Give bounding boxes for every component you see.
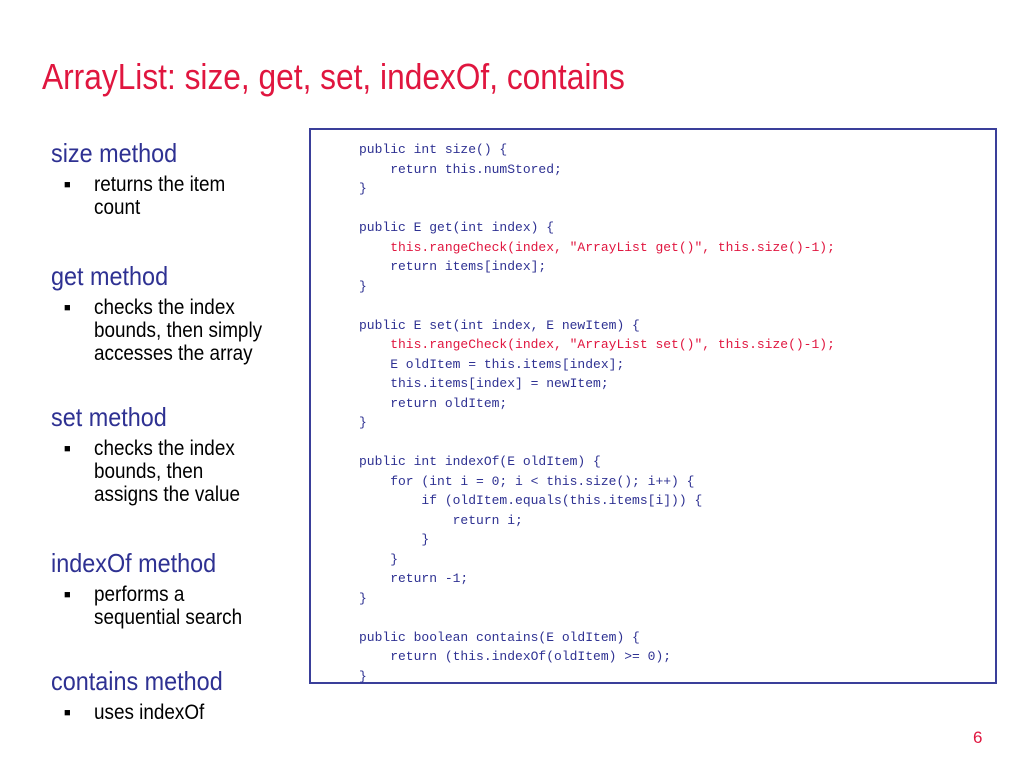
- method-description-contains: uses indexOf: [94, 701, 205, 724]
- method-heading-contains: contains method: [51, 666, 223, 696]
- code-line: public int size() {: [359, 142, 508, 157]
- method-heading-indexof: indexOf method: [51, 548, 217, 578]
- method-description-get: checks the index bounds, then simply acc…: [94, 296, 263, 365]
- bullet-icon: ■: [64, 589, 71, 601]
- code-line: }: [359, 532, 430, 547]
- code-line: public int indexOf(E oldItem) {: [359, 454, 601, 469]
- code-line: return oldItem;: [359, 395, 508, 411]
- method-list: size method ■ returns the item count get…: [0, 0, 300, 780]
- method-description-set: checks the index bounds, then assigns th…: [94, 437, 241, 506]
- page-number: 6: [973, 728, 983, 747]
- code-listing-box: public int size() { return this.numStore…: [309, 128, 997, 684]
- code-line: }: [359, 590, 367, 606]
- code-line: public boolean contains(E oldItem) {: [359, 629, 640, 645]
- code-line: E oldItem = this.items[index];: [359, 356, 625, 372]
- code-line: [359, 608, 835, 628]
- code-line: }: [359, 551, 399, 567]
- code-line: [359, 296, 835, 316]
- code-line: this.rangeCheck(index, "ArrayList set()"…: [359, 337, 835, 352]
- code-line: }: [359, 181, 367, 196]
- bullet-icon: ■: [64, 707, 71, 719]
- code-line: if (oldItem.equals(this.items[i])) {: [359, 493, 703, 508]
- code-line: }: [359, 668, 367, 684]
- code-line: }: [359, 415, 367, 430]
- code-line: public E set(int index, E newItem) {: [359, 317, 640, 333]
- code-line: return this.numStored;: [359, 161, 562, 177]
- method-heading-get: get method: [51, 261, 169, 291]
- code-line: return -1;: [359, 571, 469, 586]
- method-description-indexof: performs a sequential search: [94, 583, 243, 629]
- bullet-icon: ■: [64, 302, 71, 314]
- slide-title: ArrayList: size, get, set, indexOf, cont…: [42, 56, 625, 97]
- code-line: this.items[index] = newItem;: [359, 376, 609, 391]
- code-line: return (this.indexOf(oldItem) >= 0);: [359, 649, 672, 664]
- method-description-size: returns the item count: [94, 173, 226, 219]
- code-line: return i;: [359, 512, 523, 528]
- code-listing: public int size() { return this.numStore…: [359, 140, 835, 686]
- code-line: this.rangeCheck(index, "ArrayList get()"…: [359, 239, 835, 255]
- bullet-icon: ■: [64, 443, 71, 455]
- code-line: for (int i = 0; i < this.size(); i++) {: [359, 473, 695, 489]
- code-line: [359, 433, 835, 453]
- method-heading-size: size method: [51, 138, 178, 168]
- code-line: public E get(int index) {: [359, 220, 555, 235]
- code-line: return items[index];: [359, 259, 547, 274]
- bullet-icon: ■: [64, 179, 71, 191]
- code-line: [359, 199, 835, 219]
- code-line: }: [359, 278, 367, 294]
- method-heading-set: set method: [51, 402, 167, 432]
